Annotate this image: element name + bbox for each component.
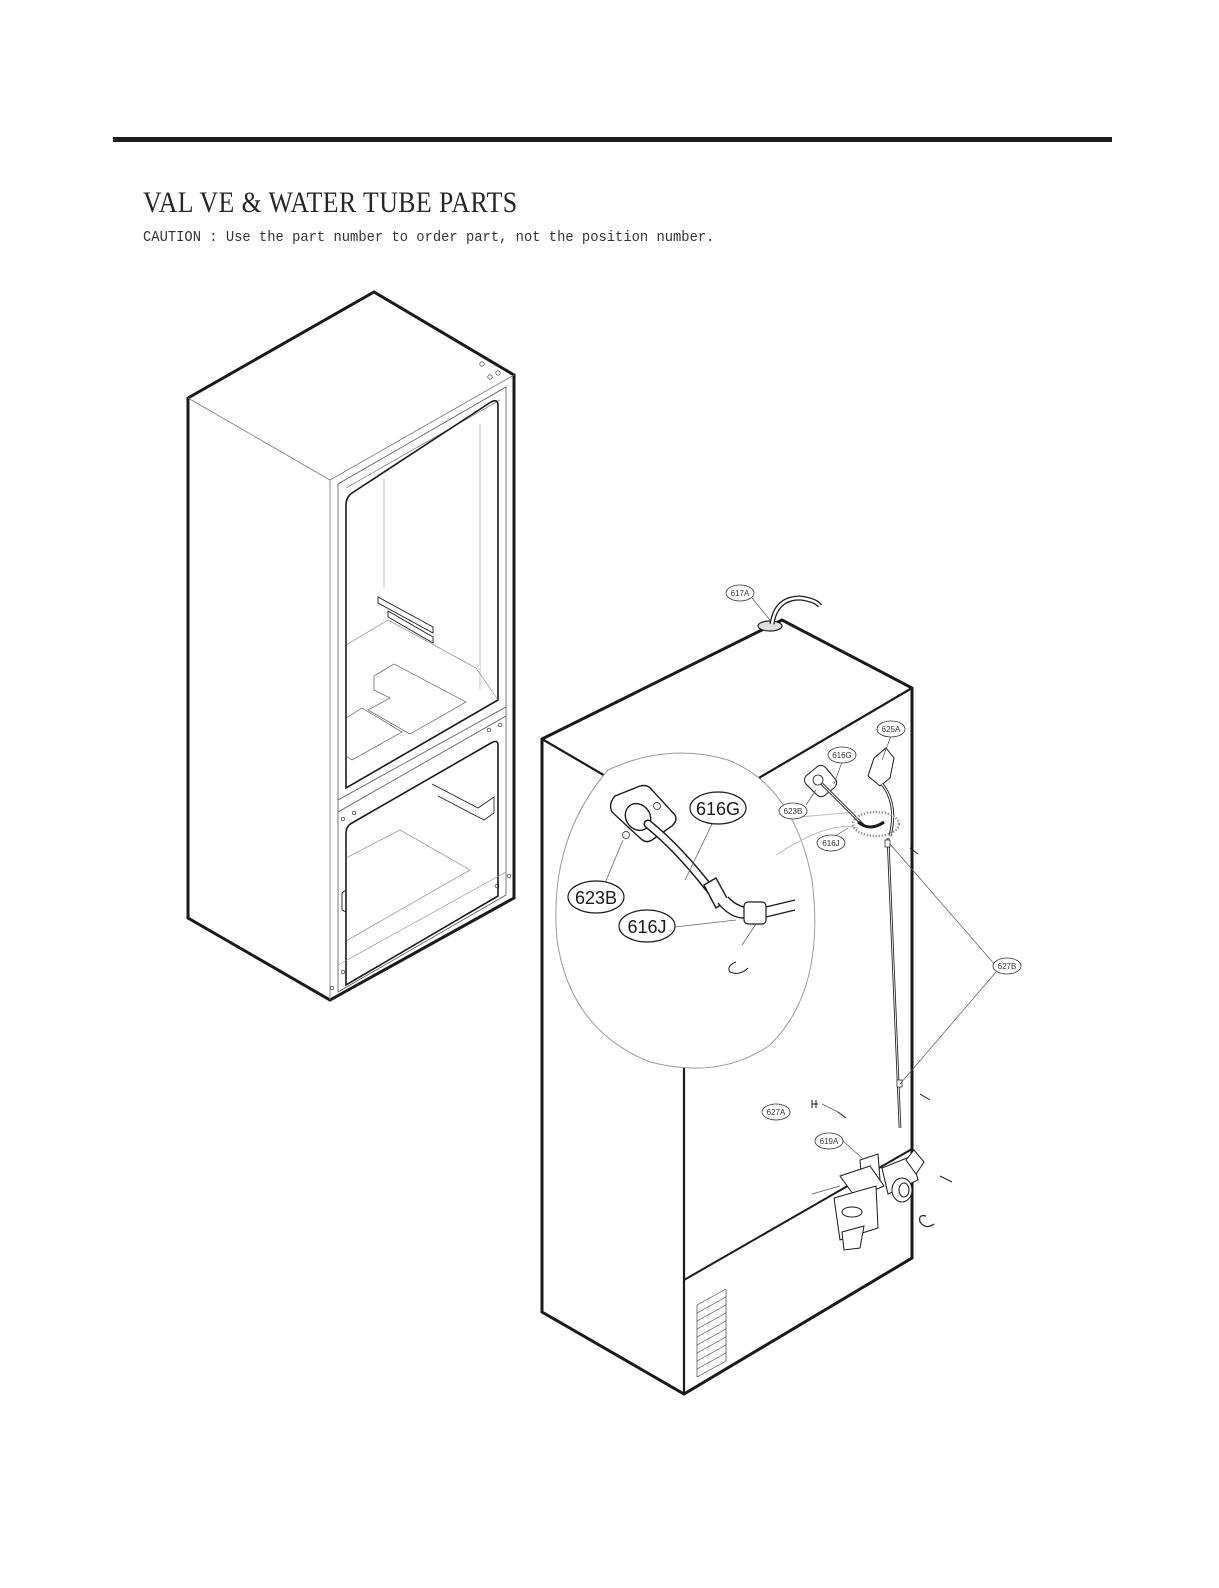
svg-text:616G: 616G [696, 799, 740, 819]
header-rule [113, 137, 1112, 142]
svg-text:616G: 616G [832, 751, 852, 760]
water-valve [833, 1149, 935, 1251]
detail-leaders [604, 823, 757, 946]
callout-623b[interactable]: 623B [778, 802, 808, 820]
svg-text:627B: 627B [998, 962, 1017, 971]
svg-text:627A: 627A [767, 1108, 786, 1117]
detail-callout-616j[interactable]: 616J [618, 909, 676, 943]
svg-text:619A: 619A [820, 1137, 839, 1146]
svg-text:616J: 616J [627, 917, 666, 937]
svg-text:625A: 625A [882, 725, 901, 734]
callout-627a[interactable]: 627A [761, 1103, 791, 1121]
callout-625a[interactable]: 625A [876, 720, 906, 738]
svg-text:616J: 616J [822, 839, 839, 848]
vent-grille [696, 1288, 727, 1378]
caution-note: CAUTION : Use the part number to order p… [143, 229, 715, 246]
callout-619a[interactable]: 619A [814, 1132, 844, 1150]
callout-617a[interactable]: 617A [725, 584, 755, 602]
detail-magnifier [555, 752, 859, 1069]
svg-text:617A: 617A [731, 589, 750, 598]
svg-text:623B: 623B [575, 888, 617, 908]
detail-callout-623b[interactable]: 623B [567, 880, 625, 914]
detail-callout-616g[interactable]: 616G [689, 791, 747, 825]
page-title: VAL VE & WATER TUBE PARTS [143, 186, 518, 219]
callout-627b[interactable]: 627B [992, 957, 1022, 975]
refrigerator-front-view [186, 290, 516, 1002]
svg-text:623B: 623B [784, 807, 803, 816]
callout-616g[interactable]: 616G [827, 746, 857, 764]
detail-fitting-plate [609, 784, 796, 974]
water-tube-assembly [751, 595, 997, 1251]
callout-616j[interactable]: 616J [816, 834, 846, 852]
